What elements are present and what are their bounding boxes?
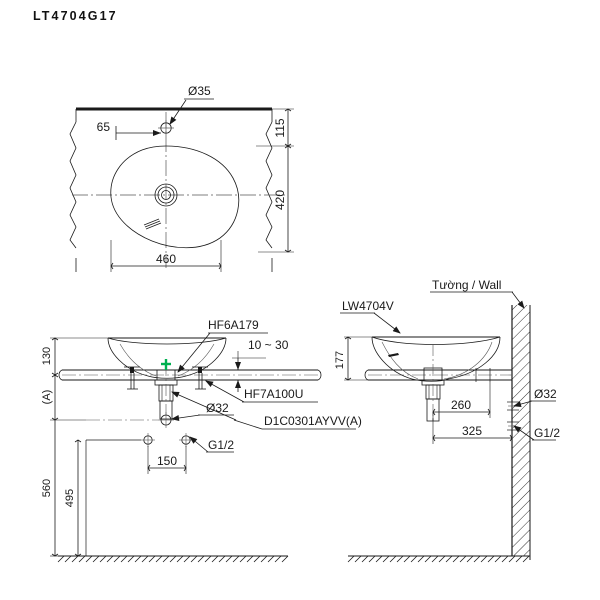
mounting-bracket-left <box>124 366 140 390</box>
dim-115 <box>256 108 294 147</box>
mounting-bracket-right <box>192 366 208 390</box>
label-dia32-left: Ø32 <box>206 401 229 415</box>
label-420: 420 <box>273 190 287 210</box>
labels-layer: Ø35 65 115 420 460 130 10 ~ 30 (A) 560 4… <box>41 84 560 507</box>
leader-hf7a100u <box>205 380 318 403</box>
front-section-view <box>50 332 356 563</box>
label-d1c0301ayvv: D1C0301AYVV(A) <box>264 414 362 428</box>
leader-dia32-right <box>513 400 556 408</box>
label-177: 177 <box>334 351 346 369</box>
side-section-view <box>340 291 556 563</box>
drawing-title: LT4704G17 <box>33 9 118 23</box>
leader-hf6a179 <box>177 332 268 373</box>
overflow-slot <box>143 218 162 230</box>
break-line-left <box>69 121 77 249</box>
drain-assembly-left <box>154 364 178 420</box>
dim-10-30 <box>232 351 266 392</box>
dim-325 <box>432 412 513 444</box>
dim-faucet-hole-dia <box>169 98 214 125</box>
floor-line-right <box>347 555 530 563</box>
label-260: 260 <box>451 398 471 412</box>
label-115: 115 <box>273 118 287 137</box>
supply-stub-right <box>179 433 193 447</box>
bowl-section-right <box>371 336 501 382</box>
break-line-right <box>265 121 273 249</box>
label-495: 495 <box>64 489 76 507</box>
floor-line-left <box>57 555 289 563</box>
label-460: 460 <box>156 252 176 266</box>
dim-495 <box>74 439 82 557</box>
label-325: 325 <box>462 424 482 438</box>
waste-outlet-left <box>86 412 174 428</box>
label-dia32-right: Ø32 <box>534 387 557 401</box>
label-150: 150 <box>157 454 177 468</box>
label-g12-right: G1/2 <box>534 426 560 440</box>
leader-wall <box>430 291 525 309</box>
label-hf6a179: HF6A179 <box>208 318 259 332</box>
dim-177 <box>344 336 372 381</box>
label-dia35: Ø35 <box>188 84 211 98</box>
dim-150 <box>147 446 187 474</box>
wall <box>511 305 531 560</box>
dim-420 <box>258 145 294 253</box>
drain-inner-ring <box>161 190 171 200</box>
label-A: (A) <box>41 390 53 405</box>
label-10-30: 10 ~ 30 <box>248 338 289 352</box>
supply-stub-left <box>141 433 155 447</box>
drain-accent-marker <box>161 359 171 370</box>
dim-460 <box>110 240 222 272</box>
label-560: 560 <box>41 479 53 497</box>
bowl-section-left <box>107 337 227 379</box>
leader-dia32-left <box>171 414 234 421</box>
drain-outer-ring <box>154 183 178 207</box>
leader-g12-right <box>513 425 556 441</box>
label-wall: Tường / Wall <box>432 278 501 292</box>
plan-view <box>69 98 294 272</box>
dim-65 <box>115 126 161 140</box>
drain-assembly-right <box>421 344 445 424</box>
label-130: 130 <box>41 347 53 365</box>
bowl-outline-plan <box>110 145 240 249</box>
leader-lw4704v <box>340 312 401 334</box>
label-lw4704v: LW4704V <box>342 299 394 313</box>
drain-mid-ring <box>157 186 175 204</box>
label-hf7a100u: HF7A100U <box>244 387 303 401</box>
leader-g12-left <box>189 436 234 453</box>
label-65: 65 <box>97 120 111 134</box>
label-g12-left: G1/2 <box>208 438 234 452</box>
dim-chain-left <box>50 337 108 557</box>
